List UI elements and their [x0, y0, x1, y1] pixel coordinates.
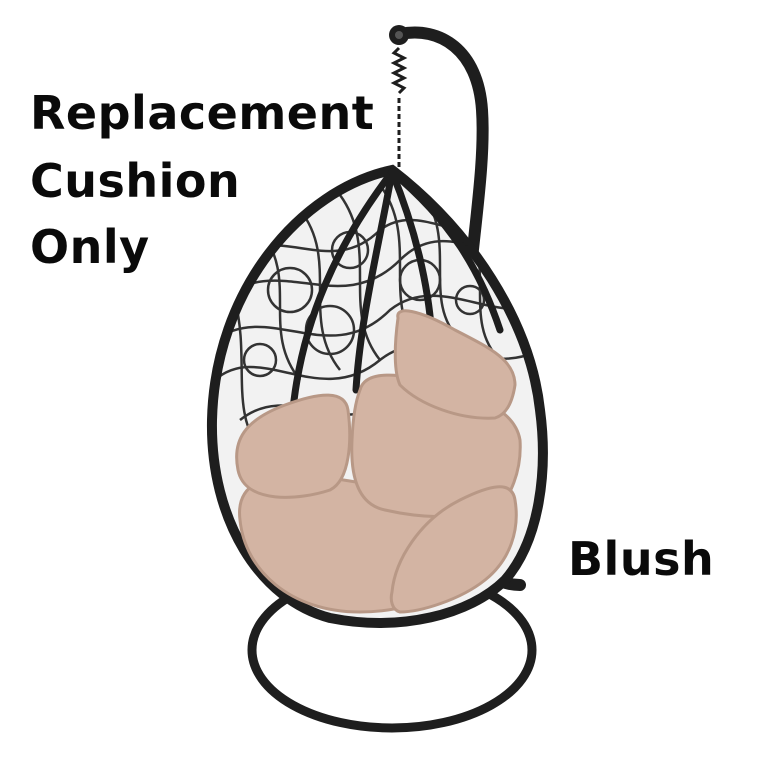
caption-line-3: Only	[30, 220, 150, 274]
caption-line-1: Replacement	[30, 86, 375, 140]
cushion-set	[235, 309, 522, 614]
hanging-chain	[390, 46, 408, 168]
color-label: Blush	[568, 532, 715, 586]
caption-line-2: Cushion	[30, 154, 241, 208]
